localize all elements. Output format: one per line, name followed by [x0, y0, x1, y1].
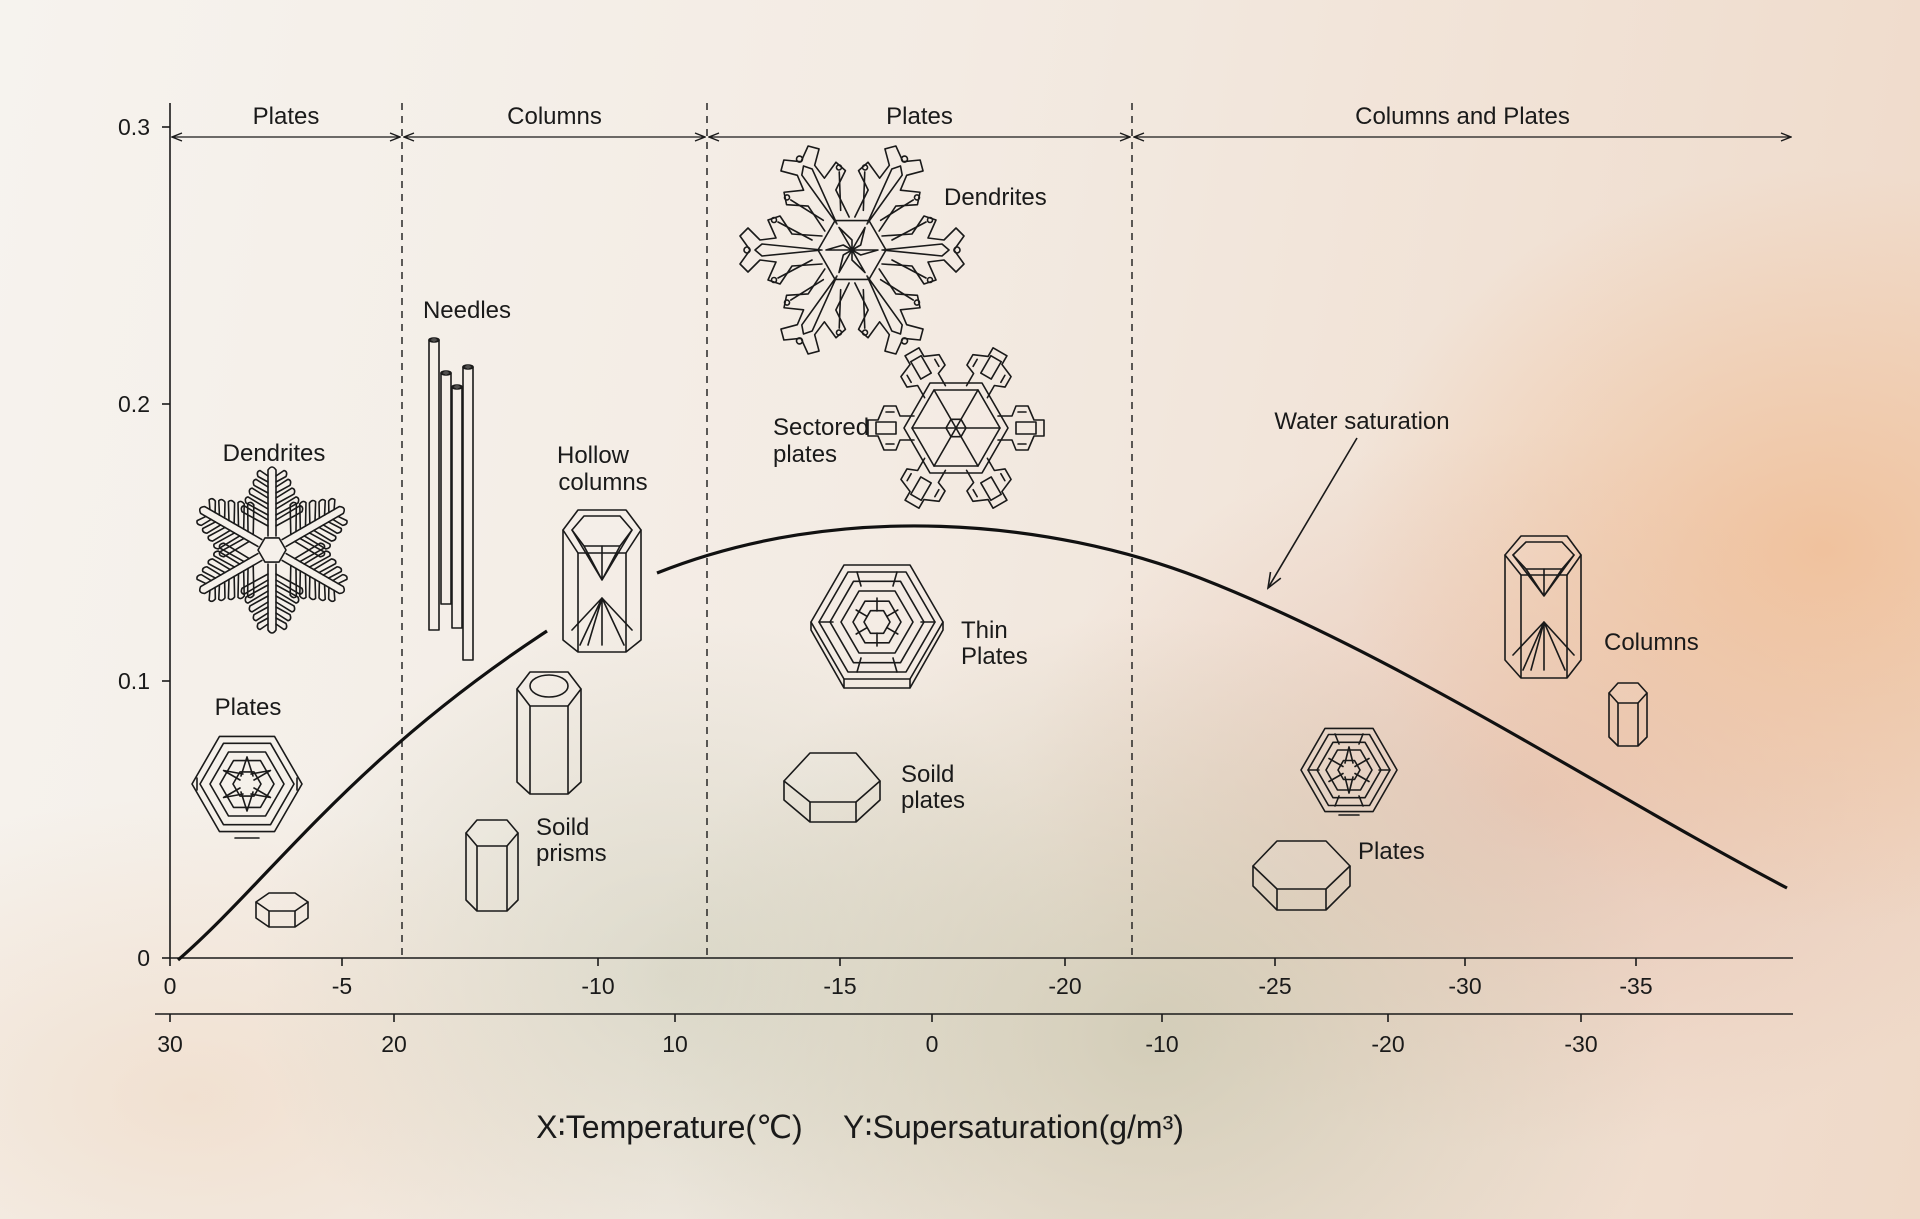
x-temp-tick-label: -30 [1448, 973, 1481, 999]
label-solid-plates-line1: Soild [901, 761, 954, 788]
thin-plate-crystal-icon [810, 564, 944, 689]
label-solid-prisms-line2: prisms [536, 840, 607, 867]
label-thin-plates-line2: Plates [961, 643, 1028, 670]
x-temp-tick-label: -10 [581, 973, 614, 999]
region-headers: Plates Columns Plates Columns and Plates [172, 103, 1791, 137]
label-plates-right: Plates [1358, 838, 1425, 865]
solid-column-crystal-icon [516, 671, 582, 795]
x-ss-tick-label: 10 [662, 1031, 688, 1057]
needles-crystal-icon [428, 337, 474, 661]
plate-crystal-left-icon [191, 735, 303, 839]
water-saturation-curve: Water saturation [176, 408, 1788, 962]
y-tick-label: 0.2 [118, 391, 150, 417]
x-temp-tick-label: -25 [1258, 973, 1291, 999]
curve-label: Water saturation [1274, 408, 1449, 435]
region-header-label: Plates [886, 103, 953, 130]
label-hollow-columns-line1: Hollow [557, 442, 630, 469]
y-tick-label: 0.1 [118, 668, 150, 694]
small-column-right-crystal-icon [1608, 682, 1648, 747]
label-thin-plates-line1: Thin [961, 617, 1008, 644]
label-sectored-plates-line2: plates [773, 441, 837, 468]
x-temp-tick-label: 0 [164, 973, 177, 999]
label-solid-prisms-line1: Soild [536, 814, 589, 841]
x-axis-supersaturation-ticks: 30 20 10 0 -10 -20 -30 [157, 1014, 1598, 1057]
x-axis-temperature-ticks: 0 -5 -10 -15 -20 -25 -30 -35 [164, 958, 1653, 999]
axes: 0 0.1 0.2 0.3 0 -5 -10 -15 -20 -25 -30 -35 30 20 10 0… [118, 103, 1793, 1057]
solid-plate-crystal-icon [783, 752, 881, 823]
axis-title: X∶Temperature(℃) Y∶Supersaturation(g/m³) [536, 1109, 1184, 1145]
plate-crystal-right-icon [1300, 727, 1398, 816]
x-ss-tick-label: 0 [926, 1031, 939, 1057]
dendrite-crystal-left-icon [196, 466, 348, 634]
region-header: Plates [172, 103, 400, 137]
x-temp-tick-label: -15 [823, 973, 856, 999]
label-dendrites-left: Dendrites [223, 440, 326, 467]
hollow-column-crystal-icon [562, 509, 642, 653]
curve-right-segment [656, 524, 1788, 890]
solid-plate-right-crystal-icon [1252, 840, 1351, 911]
crystal-labels: Dendrites Plates Needles Hollow columns … [215, 184, 1699, 867]
region-header: Plates [709, 103, 1130, 137]
x-temp-tick-label: -20 [1048, 973, 1081, 999]
label-solid-plates-line2: plates [901, 787, 965, 814]
dendrite-crystal-top-icon [739, 145, 965, 355]
y-axis-ticks: 0 0.1 0.2 0.3 [118, 114, 170, 971]
region-header-label: Columns [507, 103, 602, 130]
curve-left-segment [176, 629, 548, 962]
y-tick-label: 0.3 [118, 114, 150, 140]
curve-label-arrow [1268, 437, 1358, 588]
label-sectored-plates-line1: Sectored [773, 414, 869, 441]
x-ss-tick-label: 20 [381, 1031, 407, 1057]
region-header: Columns and Plates [1134, 103, 1791, 137]
label-columns-right: Columns [1604, 629, 1699, 656]
x-ss-tick-label: 30 [157, 1031, 183, 1057]
hollow-column-right-crystal-icon [1504, 535, 1582, 679]
x-ss-tick-label: -20 [1371, 1031, 1404, 1057]
label-dendrites-top: Dendrites [944, 184, 1047, 211]
small-prism-left-icon [255, 892, 309, 928]
x-ss-tick-label: -10 [1145, 1031, 1178, 1057]
x-temp-tick-label: -35 [1619, 973, 1652, 999]
x-temp-tick-label: -5 [332, 973, 352, 999]
region-header-label: Columns and Plates [1355, 103, 1570, 130]
solid-prism-crystal-icon [465, 819, 519, 912]
sectored-plate-crystal-icon [867, 346, 1045, 510]
region-header-label: Plates [253, 103, 320, 130]
label-hollow-columns-line2: columns [558, 469, 647, 496]
x-ss-tick-label: -30 [1564, 1031, 1597, 1057]
label-plates-left: Plates [215, 694, 282, 721]
y-tick-label: 0 [137, 945, 150, 971]
region-header: Columns [404, 103, 705, 137]
label-needles: Needles [423, 297, 511, 324]
